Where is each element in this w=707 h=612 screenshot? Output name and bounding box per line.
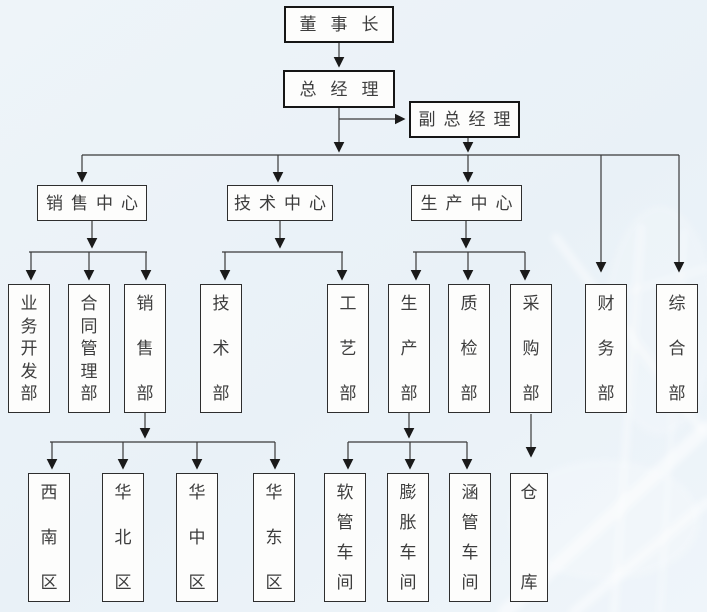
node-general-affairs-dept: 综合部 (656, 284, 698, 413)
node-east-china-region-label: 华东区 (265, 483, 283, 592)
node-expansion-workshop-label: 膨胀车间 (399, 483, 417, 592)
node-culvert-pipe-workshop-label: 涵管车间 (461, 483, 479, 592)
node-process-dept: 工艺部 (327, 284, 369, 413)
node-east-china-region: 华东区 (253, 473, 295, 602)
node-deputy-general-manager-label: 副总经理 (418, 110, 519, 129)
node-central-china-region: 华中区 (176, 473, 218, 602)
node-production-dept-label: 生产部 (400, 294, 418, 403)
node-general-manager: 总经理 (283, 70, 395, 108)
node-production-center: 生产中心 (411, 185, 522, 221)
node-process-dept-label: 工艺部 (339, 294, 357, 403)
node-technology-center: 技术中心 (227, 185, 333, 221)
node-central-china-region-label: 华中区 (188, 483, 206, 592)
node-north-china-region-label: 华北区 (114, 483, 132, 592)
node-purchasing-dept: 采购部 (510, 284, 552, 413)
node-sales-dept: 销售部 (124, 284, 166, 413)
node-quality-inspection-dept: 质检部 (448, 284, 490, 413)
node-southwest-region-label: 西南区 (40, 483, 58, 592)
node-hose-workshop: 软管车间 (324, 473, 366, 602)
node-general-affairs-dept-label: 综合部 (668, 294, 686, 403)
node-contract-management-dept-label: 合同管理部 (80, 294, 98, 403)
node-expansion-workshop: 膨胀车间 (387, 473, 429, 602)
node-chairman-label: 董事长 (299, 15, 393, 34)
node-deputy-general-manager: 副总经理 (409, 101, 520, 138)
node-general-manager-label: 总经理 (299, 79, 393, 99)
node-purchasing-dept-label: 采购部 (522, 294, 540, 403)
node-sales-center: 销售中心 (37, 185, 147, 221)
node-contract-management-dept: 合同管理部 (68, 284, 110, 413)
node-warehouse: 仓库 (510, 473, 548, 602)
node-sales-center-label: 销售中心 (46, 193, 146, 213)
node-business-development-dept-label: 业务开发部 (20, 294, 38, 403)
node-quality-inspection-dept-label: 质检部 (460, 294, 478, 403)
node-hose-workshop-label: 软管车间 (336, 483, 354, 592)
node-southwest-region: 西南区 (28, 473, 70, 602)
node-warehouse-label: 仓库 (520, 483, 538, 592)
node-north-china-region: 华北区 (102, 473, 144, 602)
node-culvert-pipe-workshop: 涵管车间 (449, 473, 491, 602)
node-chairman: 董事长 (284, 6, 394, 43)
node-finance-dept: 财务部 (585, 284, 627, 413)
node-technology-dept-label: 技术部 (212, 294, 230, 403)
node-technology-dept: 技术部 (200, 284, 242, 413)
node-finance-dept-label: 财务部 (597, 294, 615, 403)
node-business-development-dept: 业务开发部 (8, 284, 50, 413)
node-production-dept: 生产部 (388, 284, 430, 413)
node-sales-dept-label: 销售部 (136, 294, 154, 403)
node-production-center-label: 生产中心 (420, 193, 521, 213)
node-technology-center-label: 技术中心 (234, 193, 334, 213)
